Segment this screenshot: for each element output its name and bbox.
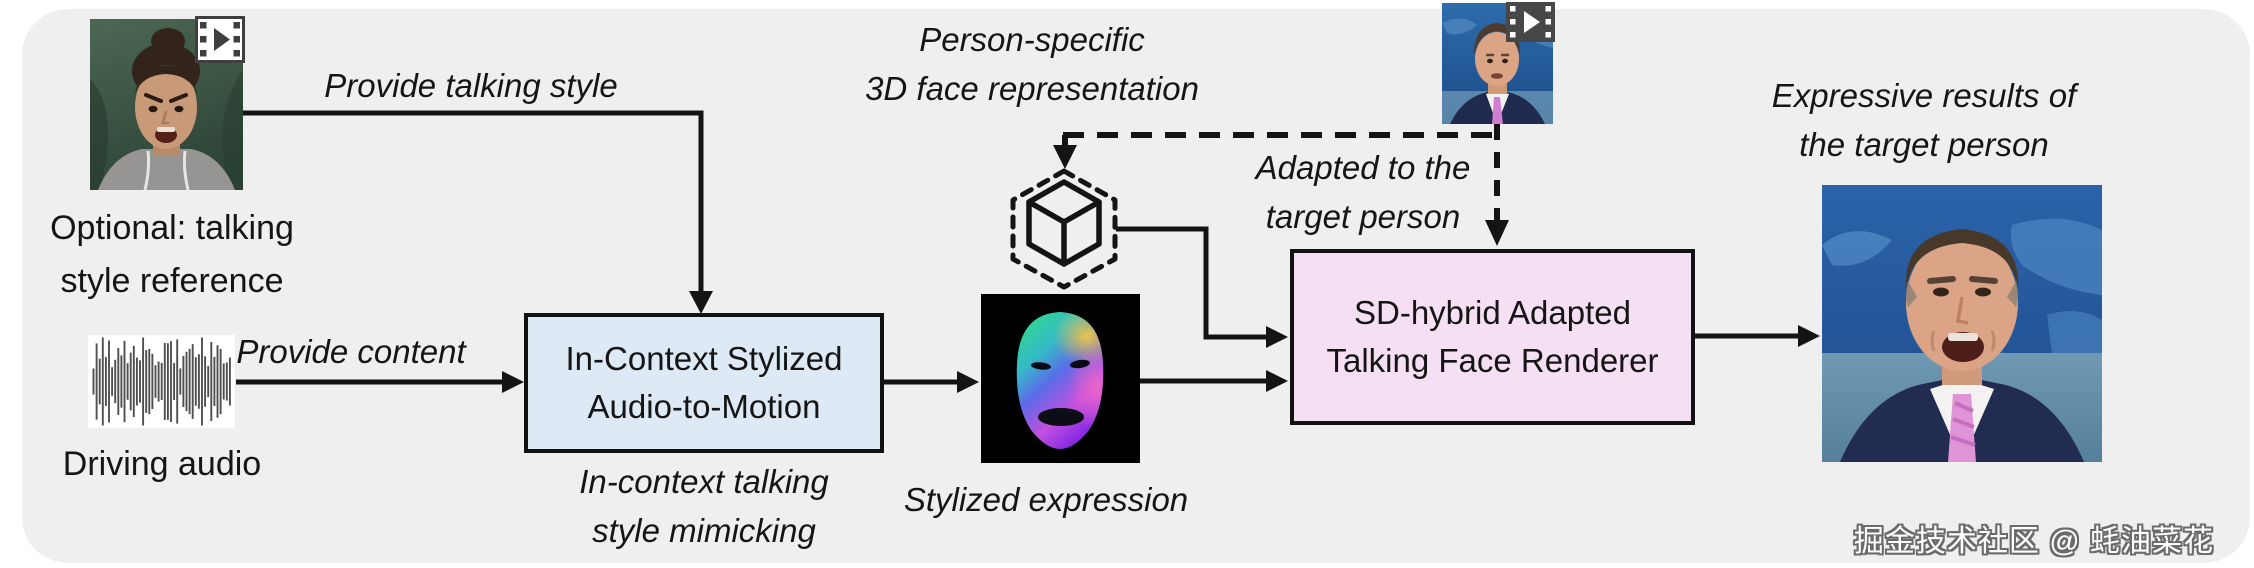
audio-to-motion-label-line1: In-Context Stylized	[565, 340, 843, 378]
result-label-line1: Expressive results of	[1771, 77, 2077, 114]
adapted-label-line2: target person	[1265, 197, 1461, 235]
style-reference-caption-line1: Optional: talking	[50, 209, 294, 247]
waveform-icon	[88, 335, 235, 428]
edge-label-provide-content: Provide content	[236, 333, 466, 370]
mimicking-note: In-context talking style mimicking	[579, 458, 828, 556]
renderer-label-line2: Talking Face Renderer	[1326, 342, 1659, 379]
edge-label-provide-talking-style: Provide talking style	[324, 67, 618, 104]
result-label: Expressive results of the target person	[1772, 72, 2076, 170]
audio-to-motion-label-line2: Audio-to-Motion	[587, 388, 821, 425]
audio-to-motion-module: In-Context Stylized Audio-to-Motion	[524, 313, 884, 453]
renderer-module: SD-hybrid Adapted Talking Face Renderer	[1290, 249, 1695, 425]
face-representation-label-line1: Person-specific	[919, 21, 1145, 58]
film-play-icon	[195, 16, 245, 63]
style-reference-caption-line2: style reference	[60, 261, 284, 300]
stylized-expression-image	[981, 294, 1140, 463]
watermark-text: 掘金技术社区 @ 蚝油菜花	[1853, 525, 2214, 558]
result-label-line2: the target person	[1799, 125, 2049, 163]
driving-audio-caption: Driving audio	[62, 445, 262, 483]
style-reference-video-thumbnail	[90, 19, 243, 190]
style-reference-caption: Optional: talking style reference	[50, 202, 294, 307]
cube-3d-icon	[1007, 168, 1122, 290]
mimicking-note-line1: In-context talking	[579, 463, 829, 500]
face-representation-label-line2: 3D face representation	[865, 69, 1199, 107]
adapted-label-line1: Adapted to the	[1255, 149, 1471, 186]
stylized-expression-caption: Stylized expression	[903, 481, 1189, 518]
mimicking-note-line2: style mimicking	[592, 511, 816, 549]
adapted-label: Adapted to the target person	[1256, 144, 1471, 242]
renderer-label-line1: SD-hybrid Adapted	[1353, 294, 1631, 332]
film-play-icon	[1506, 2, 1555, 42]
result-image	[1822, 185, 2102, 462]
face-representation-label: Person-specific 3D face representation	[865, 16, 1199, 114]
woman-portrait-image	[90, 19, 243, 190]
